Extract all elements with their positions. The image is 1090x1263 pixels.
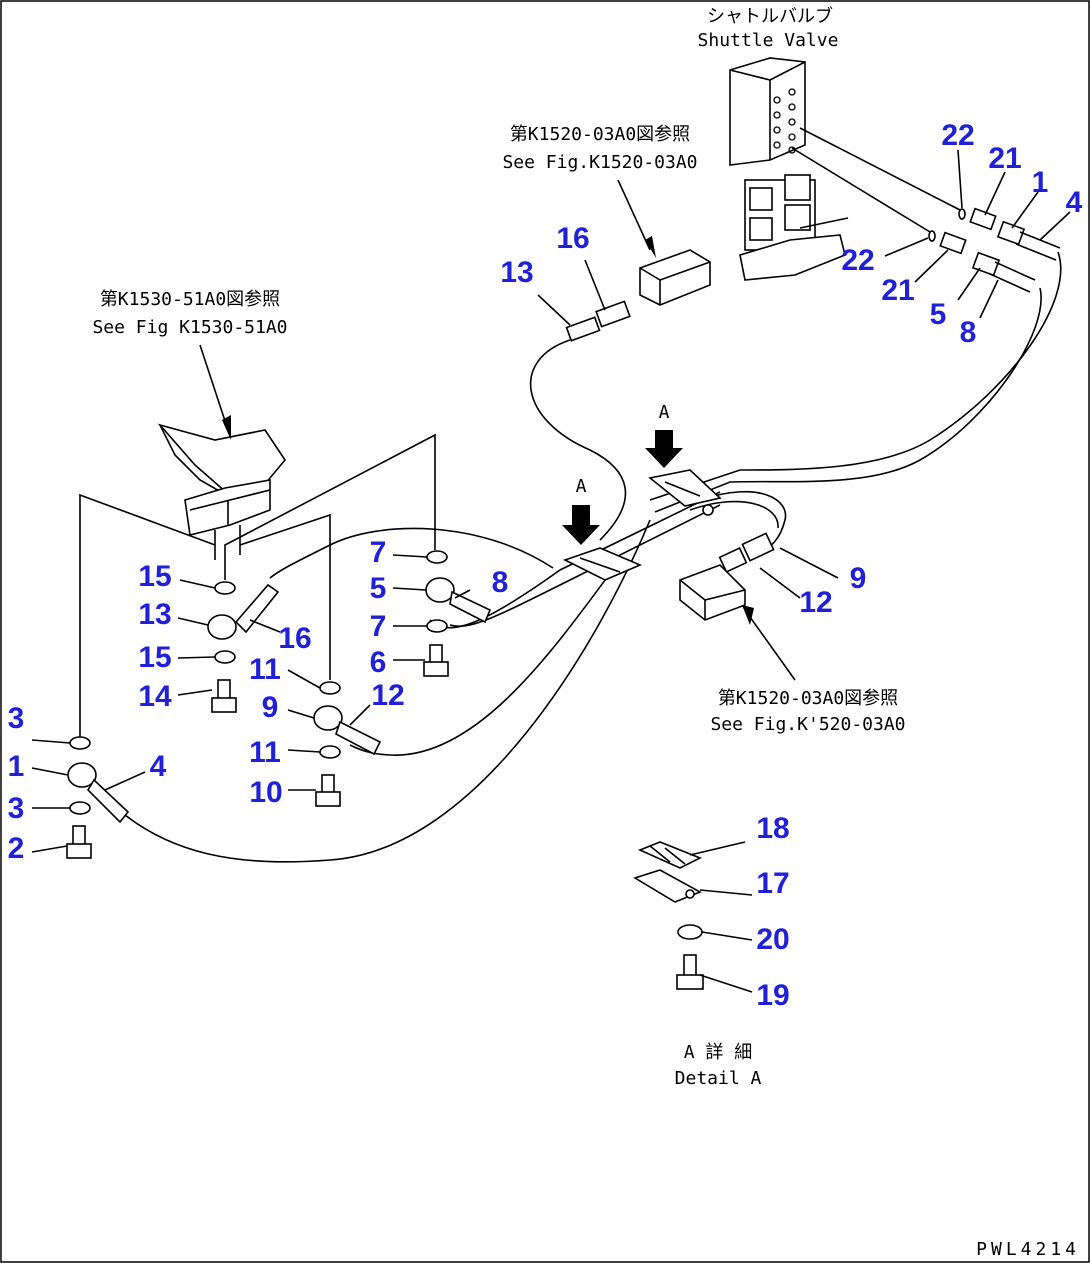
leader-k1520-top: [617, 179, 651, 251]
part-number-1-upper: 1: [1032, 166, 1049, 199]
part-number-19: 19: [756, 979, 789, 1012]
fitting-13-16: [565, 249, 711, 342]
stack-1: [66, 736, 130, 859]
part-number-4-upper: 4: [1066, 186, 1083, 219]
part-number-12: 12: [371, 679, 404, 712]
hoses: [124, 251, 1062, 863]
part-number-17: 17: [756, 867, 789, 900]
part-number-16: 16: [278, 622, 311, 655]
svg-text:A: A: [576, 476, 587, 497]
ref-k1520-top-en: See Fig.K1520-03A0: [502, 152, 697, 173]
explode-lines: [79, 433, 436, 740]
part-number-21-upper: 21: [988, 142, 1021, 175]
clamp-left: [562, 547, 643, 581]
ref-k1530-jp: 第K1530-51A0図参照: [100, 289, 280, 310]
detail-en: Detail A: [675, 1068, 762, 1089]
part-number-15-b: 15: [138, 641, 171, 674]
part-number-11-b: 11: [249, 736, 281, 769]
leader-arrow-k1520-top: [645, 236, 656, 258]
drawing-code: PWL4214: [976, 1239, 1080, 1260]
part-number-4: 4: [150, 750, 167, 783]
part-number-22-upper: 22: [941, 119, 974, 152]
shuttle-valve: [729, 57, 849, 281]
part-number-18: 18: [756, 812, 789, 845]
ref-k1530-en: See Fig K1530-51A0: [92, 317, 287, 338]
part-number-13: 13: [138, 598, 171, 631]
leader-k1520-bottom: [744, 609, 796, 681]
part-number-6: 6: [370, 646, 387, 679]
part-number-12-right: 12: [799, 586, 832, 619]
part-number-21-lower: 21: [881, 274, 914, 307]
part-number-9: 9: [262, 691, 279, 724]
ref-k1520-bottom-en: See Fig.K'520-03A0: [710, 714, 905, 735]
part-number-3-b: 3: [8, 792, 25, 825]
view-arrow-a-left: A: [562, 476, 600, 545]
clamp-right: [648, 469, 722, 516]
detail-jp: A 詳 細: [684, 1042, 753, 1063]
view-arrow-a-right: A: [645, 402, 683, 468]
part-number-14: 14: [138, 680, 172, 713]
part-number-9-right: 9: [850, 562, 867, 595]
pilot-line-lower: [791, 147, 931, 233]
part-number-7-b: 7: [370, 610, 387, 643]
pedal-bracket: [157, 423, 286, 560]
part-number-10: 10: [249, 776, 282, 809]
fittings-upper: [958, 207, 1061, 261]
number-leaders: [31, 149, 1071, 993]
ref-shuttle-en: Shuttle Valve: [698, 30, 839, 51]
ref-k1520-bottom-jp: 第K1520-03A0図参照: [718, 688, 898, 709]
part-number-1: 1: [8, 750, 25, 783]
leader-arrow-k1520-bottom: [742, 605, 754, 625]
part-number-11-a: 11: [249, 653, 281, 686]
part-number-7-a: 7: [370, 536, 387, 569]
pilot-line-upper: [799, 127, 961, 211]
fitting-12: [679, 532, 775, 621]
part-number-16-upper: 16: [556, 222, 589, 255]
part-number-22-lower: 22: [841, 244, 874, 277]
part-number-8: 8: [492, 566, 509, 599]
part-number-5-upper: 5: [930, 298, 947, 331]
ref-shuttle-jp: シャトルバルブ: [707, 5, 833, 27]
part-number-13-upper: 13: [500, 256, 533, 289]
part-number-5: 5: [370, 572, 387, 605]
part-number-15-a: 15: [138, 560, 171, 593]
part-number-3-a: 3: [8, 702, 25, 735]
leader-k1530: [199, 344, 229, 431]
part-number-2: 2: [8, 832, 25, 865]
stack-9: [313, 681, 382, 807]
part-numbers: 22 21 1 4 22 21 5 8 13 16 15 13 15 14 16…: [8, 119, 1083, 1012]
svg-text:A: A: [659, 402, 670, 423]
stack-5: [423, 550, 492, 677]
part-number-20: 20: [756, 923, 789, 956]
detail-a-parts: [633, 841, 704, 990]
leader-arrow-k1530: [222, 415, 231, 440]
part-number-8-upper: 8: [960, 316, 977, 349]
ref-k1520-top-jp: 第K1520-03A0図参照: [510, 124, 690, 145]
